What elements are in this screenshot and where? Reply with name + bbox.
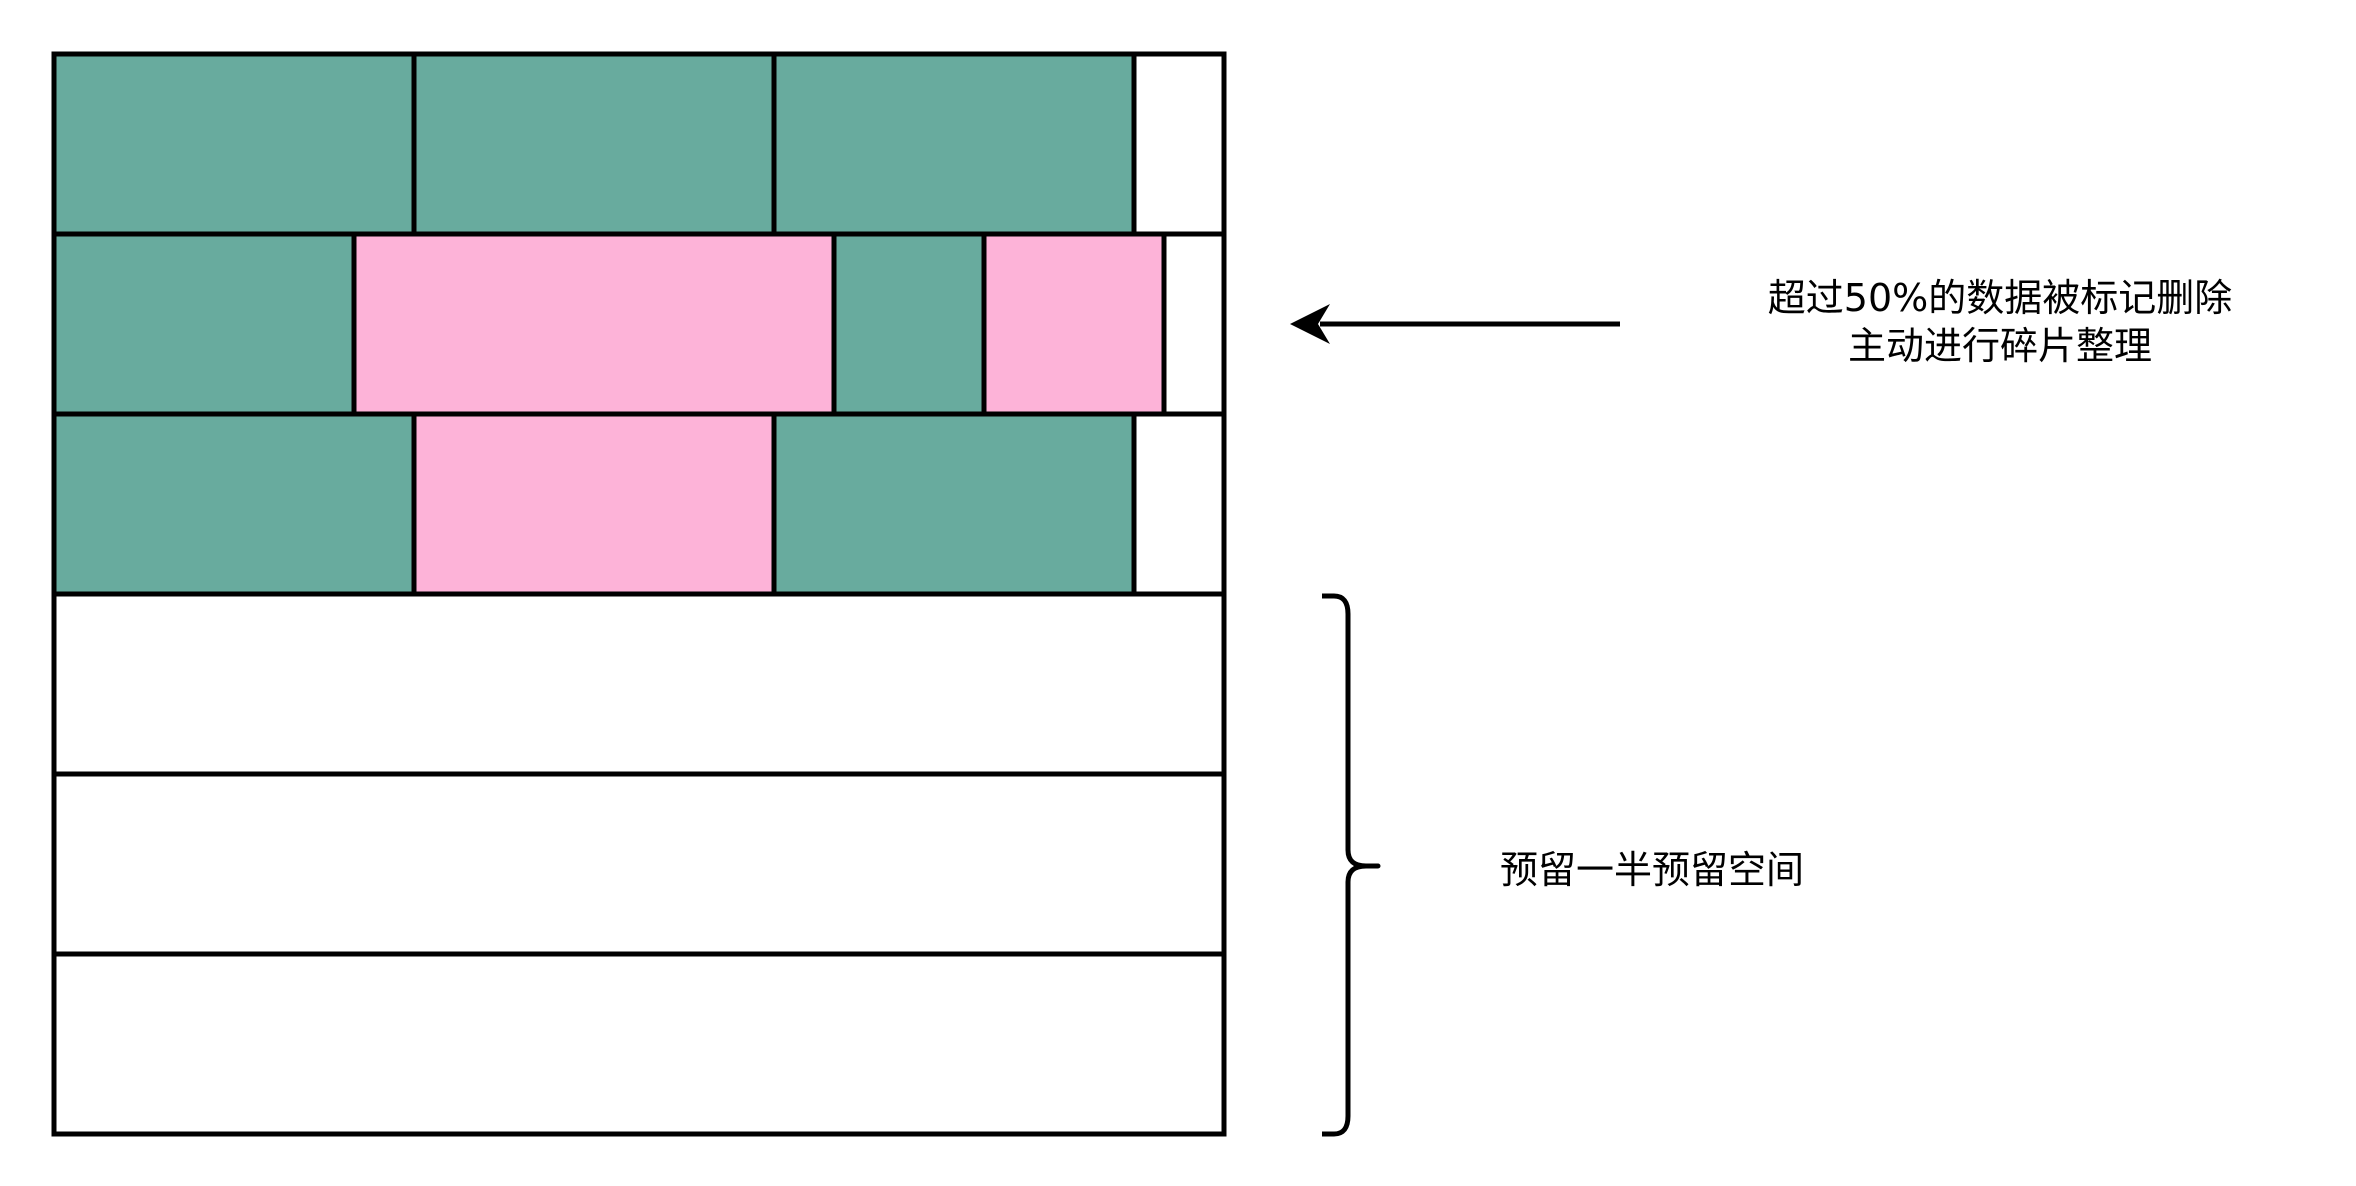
block-empty-r4-b1	[51, 591, 1227, 777]
block-deleted-r2-b2	[351, 231, 837, 417]
block-empty-r2-b5	[1161, 231, 1227, 417]
block-data-r2-b1	[51, 231, 357, 417]
block-empty-r3-b4	[1131, 411, 1227, 597]
block-deleted-r2-b4	[981, 231, 1167, 417]
block-deleted-r3-b2	[411, 411, 777, 597]
defrag-annotation-line-1: 超过50%的数据被标记删除	[1767, 276, 2233, 320]
annotation-marks	[1290, 304, 1620, 1137]
defrag-annotation: 超过50%的数据被标记删除 主动进行碎片整理	[1640, 274, 2356, 370]
block-data-r3-b1	[51, 411, 417, 597]
block-data-r1-b3	[771, 51, 1137, 237]
block-empty-r6-b1	[51, 951, 1227, 1137]
storage-rows	[51, 51, 1227, 1137]
block-data-r1-b1	[51, 51, 417, 237]
block-empty-r5-b1	[51, 771, 1227, 957]
reserve-annotation: 预留一半预留空间	[1500, 848, 1805, 892]
block-data-r3-b3	[771, 411, 1137, 597]
block-empty-r1-b4	[1131, 51, 1227, 237]
block-data-r2-b3	[831, 231, 987, 417]
defrag-annotation-line-2: 主动进行碎片整理	[1847, 324, 2152, 368]
reserve-brace-icon	[1322, 593, 1381, 1137]
arrow-head-icon	[1290, 304, 1330, 344]
block-data-r1-b2	[411, 51, 777, 237]
